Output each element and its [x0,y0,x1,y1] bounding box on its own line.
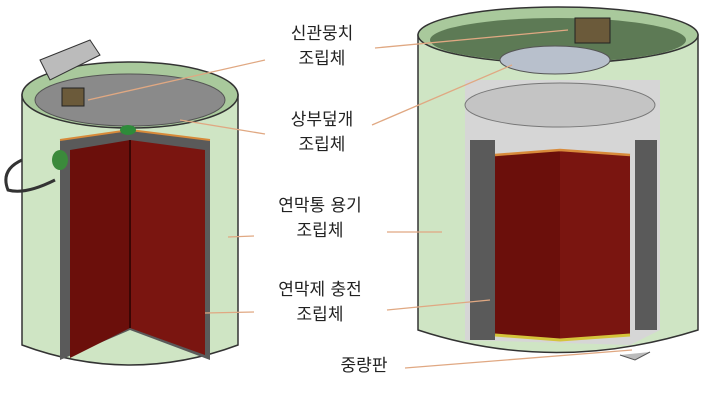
label-line: 조립체 [296,305,344,325]
label-charge-assembly: 연막제 충전 조립체 [278,278,362,328]
label-line: 조립체 [298,49,346,69]
leader-lines [87,29,633,369]
weight-plate [619,351,651,361]
label-fuze-assembly: 신관뭉치 조립체 [291,22,354,72]
label-container-assembly: 연막통 용기 조립체 [278,194,362,244]
label-line: 상부덮개 [290,110,354,130]
left-canister [4,39,239,366]
fuze-plate [39,39,101,81]
handle [4,158,56,193]
label-line: 중량판 [340,356,388,376]
label-line: 조립체 [296,221,344,241]
label-line: 조립체 [298,135,346,155]
label-line: 연막제 충전 [278,280,362,300]
label-line: 신관뭉치 [290,24,354,44]
label-top-cover-assembly: 상부덮개 조립체 [291,108,354,158]
label-weight-plate: 중량판 [341,354,388,379]
label-line: 연막통 용기 [278,196,362,216]
right-canister [417,6,699,361]
